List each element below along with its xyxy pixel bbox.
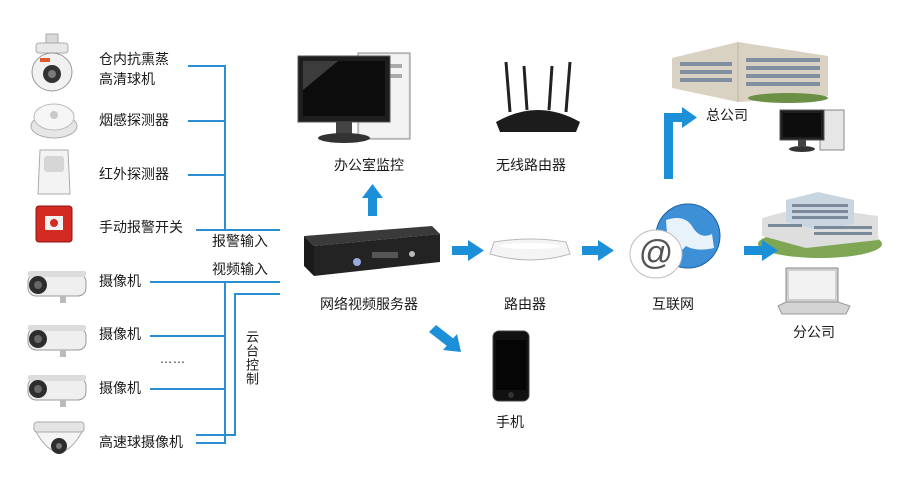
router-label: 路由器 — [504, 297, 546, 313]
more-cameras-ellipsis: …… — [160, 352, 186, 366]
dome-camera-icon — [31, 33, 73, 92]
camera-3-icon — [27, 375, 87, 407]
headquarters-building-icon — [672, 42, 828, 103]
camera-1-icon — [27, 271, 87, 303]
video-server-icon — [304, 226, 440, 276]
infrared-detector-label: 红外探测器 — [99, 167, 169, 183]
alarm-input-label: 报警输入 — [212, 234, 268, 250]
infrared-detector-icon — [37, 149, 71, 195]
router-icon — [489, 238, 571, 261]
dome-camera-label: 仓内抗熏蒸 高清球机 — [99, 50, 169, 90]
ptz-control-top — [234, 293, 280, 295]
phone-label: 手机 — [496, 415, 524, 431]
video-branch-cam2 — [150, 335, 226, 337]
ptz-control-label: 云台控制 — [243, 330, 258, 386]
video-branch-dome — [196, 442, 226, 444]
video-input-line — [224, 281, 280, 283]
office-monitor-label: 办公室监控 — [334, 158, 404, 174]
office-pc-icon — [297, 52, 411, 143]
headquarters-label: 总公司 — [706, 108, 748, 124]
alarm-branch-smoke — [188, 120, 226, 122]
branch-building-icon — [758, 192, 882, 258]
arrow-server-to-office — [362, 184, 383, 216]
speed-dome-label: 高速球摄像机 — [99, 435, 183, 451]
alarm-bus-trunk — [224, 65, 226, 230]
video-input-label: 视频输入 — [212, 262, 268, 278]
manual-alarm-label: 手动报警开关 — [99, 220, 183, 236]
video-branch-cam3 — [150, 388, 226, 390]
alarm-branch-dome — [188, 65, 226, 67]
ptz-control-trunk — [234, 293, 236, 436]
video-server-label: 网络视频服务器 — [320, 297, 418, 313]
manual-alarm-icon — [35, 205, 73, 243]
camera-3-label: 摄像机 — [99, 381, 141, 397]
video-bus-trunk — [224, 281, 226, 443]
arrow-router-to-internet — [582, 240, 614, 261]
alarm-input-line — [196, 229, 280, 231]
camera-2-label: 摄像机 — [99, 327, 141, 343]
smoke-detector-icon — [30, 103, 78, 139]
ptz-control-bottom — [196, 434, 236, 436]
camera-2-icon — [27, 325, 87, 357]
headquarters-pc-icon — [779, 109, 845, 152]
wireless-router-icon — [496, 61, 580, 132]
internet-label: 互联网 — [652, 297, 694, 313]
internet-globe-icon: @ — [629, 203, 721, 279]
dome-camera-label-line1: 仓内抗熏蒸 — [99, 52, 169, 68]
phone-icon — [492, 330, 530, 402]
branch-label: 分公司 — [793, 325, 835, 341]
smoke-detector-label: 烟感探测器 — [99, 113, 169, 129]
speed-dome-icon — [33, 421, 85, 454]
wireless-router-label: 无线路由器 — [496, 158, 566, 174]
branch-laptop-icon — [777, 267, 851, 315]
camera-1-label: 摄像机 — [99, 274, 141, 290]
arrow-internet-to-headquarters — [664, 107, 697, 179]
alarm-branch-infrared — [188, 174, 226, 176]
dome-camera-label-line2: 高清球机 — [99, 72, 155, 88]
arrow-internet-to-branch — [744, 240, 778, 261]
arrow-server-to-router — [452, 240, 484, 261]
arrow-server-to-phone — [429, 325, 461, 352]
svg-text:@: @ — [639, 234, 674, 272]
video-branch-cam1 — [150, 281, 226, 283]
